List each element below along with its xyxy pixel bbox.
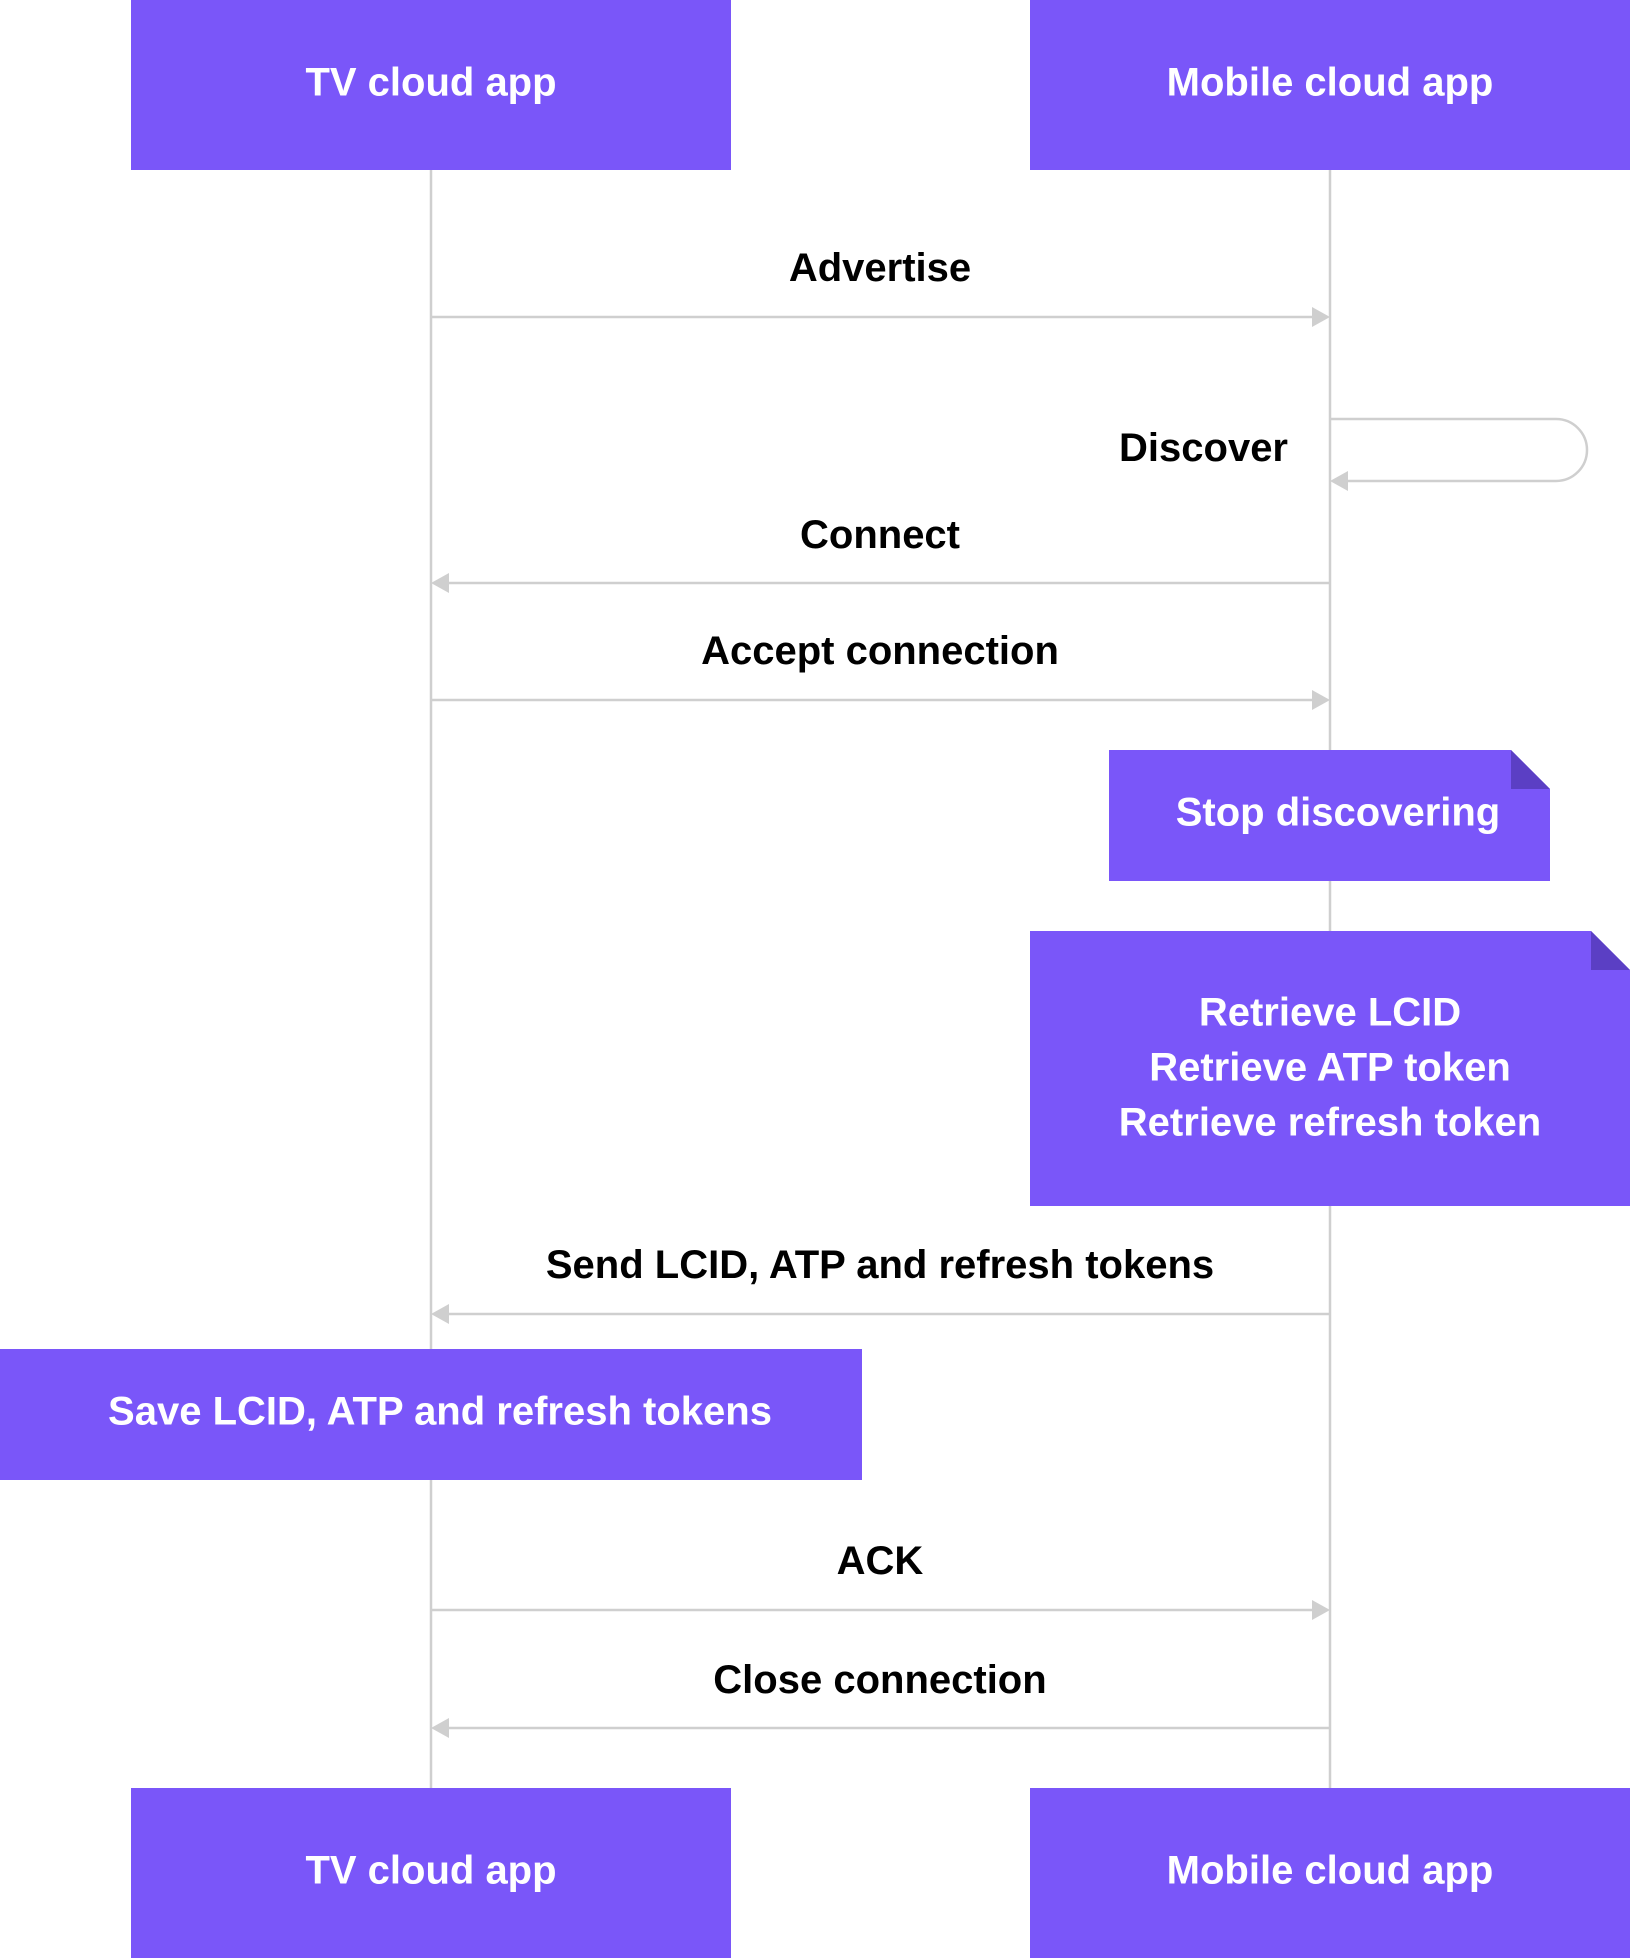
participant-mobile-top: Mobile cloud app — [1030, 0, 1630, 170]
message-discover-label: Discover — [1119, 426, 1288, 470]
note-fold-icon — [1591, 931, 1630, 970]
participant-tv-bottom: TV cloud app — [131, 1788, 731, 1958]
message-advertise-label: Advertise — [789, 246, 971, 290]
message-send-tokens: Send LCID, ATP and refresh tokens — [431, 1243, 1330, 1324]
note-stop-discovering: Stop discovering — [1109, 750, 1550, 881]
message-accept-connection: Accept connection — [431, 629, 1330, 710]
arrow-head-icon — [431, 1304, 449, 1324]
message-advertise: Advertise — [431, 246, 1330, 327]
arrow-head-icon — [431, 1718, 449, 1738]
message-connect: Connect — [431, 513, 1330, 593]
note-retrieve-lcid-label: Retrieve LCID — [1199, 991, 1461, 1035]
message-discover: Discover — [1119, 417, 1589, 491]
message-ack-label: ACK — [837, 1539, 924, 1583]
note-save-tokens-label: Save LCID, ATP and refresh tokens — [108, 1390, 772, 1434]
arrow-head-icon — [1312, 1600, 1330, 1620]
note-save-tokens: Save LCID, ATP and refresh tokens — [0, 1349, 862, 1480]
participant-tv-top: TV cloud app — [131, 0, 731, 170]
message-close-connection: Close connection — [431, 1658, 1330, 1738]
message-accept-connection-label: Accept connection — [701, 629, 1059, 673]
arrow-head-icon — [431, 573, 449, 593]
participant-mobile-bottom: Mobile cloud app — [1030, 1788, 1630, 1958]
note-stop-discovering-label: Stop discovering — [1176, 791, 1501, 835]
note-retrieve-tokens: Retrieve LCID Retrieve ATP token Retriev… — [1030, 931, 1630, 1206]
arrow-head-icon — [1330, 471, 1348, 491]
participant-tv-top-label: TV cloud app — [305, 61, 556, 105]
participant-mobile-bottom-label: Mobile cloud app — [1167, 1849, 1494, 1893]
message-connect-label: Connect — [800, 513, 960, 557]
message-send-tokens-label: Send LCID, ATP and refresh tokens — [546, 1243, 1214, 1287]
participant-tv-bottom-label: TV cloud app — [305, 1849, 556, 1893]
message-close-connection-label: Close connection — [713, 1658, 1046, 1702]
note-fold-icon — [1511, 750, 1550, 789]
participant-mobile-top-label: Mobile cloud app — [1167, 61, 1494, 105]
message-ack: ACK — [431, 1539, 1330, 1620]
arrow-head-icon — [1312, 307, 1330, 327]
note-retrieve-atp-label: Retrieve ATP token — [1149, 1046, 1511, 1090]
note-retrieve-refresh-label: Retrieve refresh token — [1119, 1101, 1541, 1145]
arrow-head-icon — [1312, 690, 1330, 710]
